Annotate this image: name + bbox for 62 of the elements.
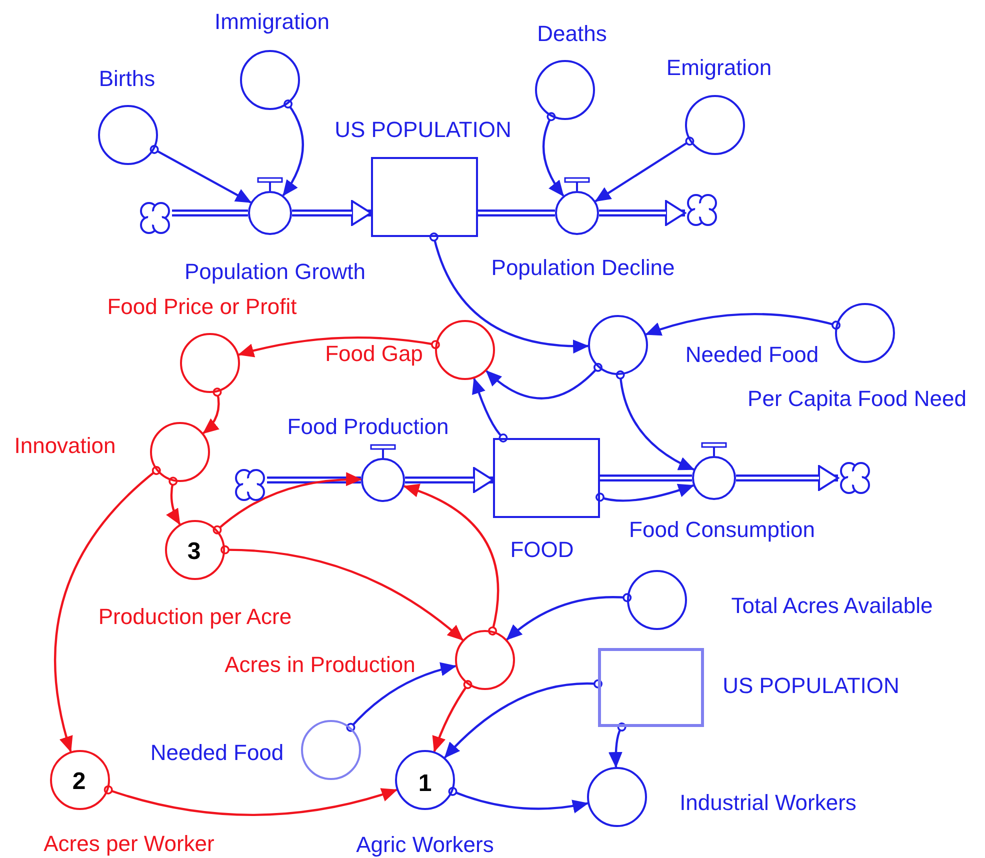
variable-label: FOOD <box>510 539 574 561</box>
variable-label: Immigration <box>214 11 330 33</box>
cloud-symbol <box>684 192 720 228</box>
variable-label: Population Growth <box>184 261 366 283</box>
loop-number: 1 <box>418 772 432 796</box>
cloud-symbol <box>232 467 268 503</box>
variable-label: Production per Acre <box>98 606 292 628</box>
variable-label: Agric Workers <box>356 834 494 856</box>
variable-label: US POPULATION <box>722 675 900 697</box>
variable-label: Food Gap <box>325 343 423 365</box>
link-arrow <box>54 466 161 752</box>
link-arrow <box>403 484 500 636</box>
link-arrow <box>212 472 362 534</box>
link-arrow <box>238 336 440 358</box>
link-arrow <box>150 144 252 204</box>
variable-label: Acres in Production <box>224 654 416 676</box>
link-arrow <box>166 476 181 526</box>
link-arrow <box>346 662 457 732</box>
flow-pipe <box>405 467 494 493</box>
link-arrow <box>282 99 304 196</box>
link-arrow <box>486 362 602 400</box>
link-arrow <box>220 545 464 641</box>
flow-pipe <box>172 210 248 216</box>
link-arrow <box>645 312 841 336</box>
variable-label: Births <box>98 68 156 90</box>
variable-label: Emigration <box>666 57 772 79</box>
cloud-symbol <box>837 460 873 496</box>
variable-label: Needed Food <box>685 344 819 366</box>
variable-label: Innovation <box>14 435 116 457</box>
variable-label: Food Consumption <box>629 519 815 541</box>
variable-label: Population Decline <box>491 257 675 279</box>
link-arrow <box>202 388 222 434</box>
link-arrow <box>542 112 564 197</box>
link-arrow <box>429 232 590 353</box>
variable-label: Industrial Workers <box>680 792 856 814</box>
variable-label: US POPULATION <box>334 119 512 141</box>
flow-pipe <box>599 200 686 226</box>
cloud-symbol <box>137 200 173 236</box>
flow-pipe <box>600 474 692 482</box>
link-arrow <box>596 484 694 502</box>
variable-label: Needed Food <box>150 742 284 764</box>
link-arrow <box>444 679 602 758</box>
link-arrow <box>506 593 632 640</box>
variable-label: Food Price or Profit <box>107 296 297 318</box>
link-arrow <box>616 370 695 470</box>
loop-number: 2 <box>72 770 86 794</box>
link-arrow <box>594 136 694 202</box>
link-arrow <box>432 680 472 752</box>
link-arrow <box>448 786 589 814</box>
link-arrow <box>104 785 398 816</box>
variable-label: Total Acres Available <box>731 595 933 617</box>
variable-label: Deaths <box>537 23 607 45</box>
loop-number: 3 <box>187 540 201 564</box>
flow-pipe <box>736 465 839 491</box>
variable-label: Per Capita Food Need <box>748 388 966 410</box>
flow-pipe <box>267 476 361 484</box>
variable-label: Acres per Worker <box>44 833 214 855</box>
flow-pipe <box>292 200 372 226</box>
flow-pipe <box>478 210 555 216</box>
link-arrow <box>472 378 508 442</box>
link-arrow <box>608 722 626 768</box>
variable-label: Food Production <box>287 416 449 438</box>
